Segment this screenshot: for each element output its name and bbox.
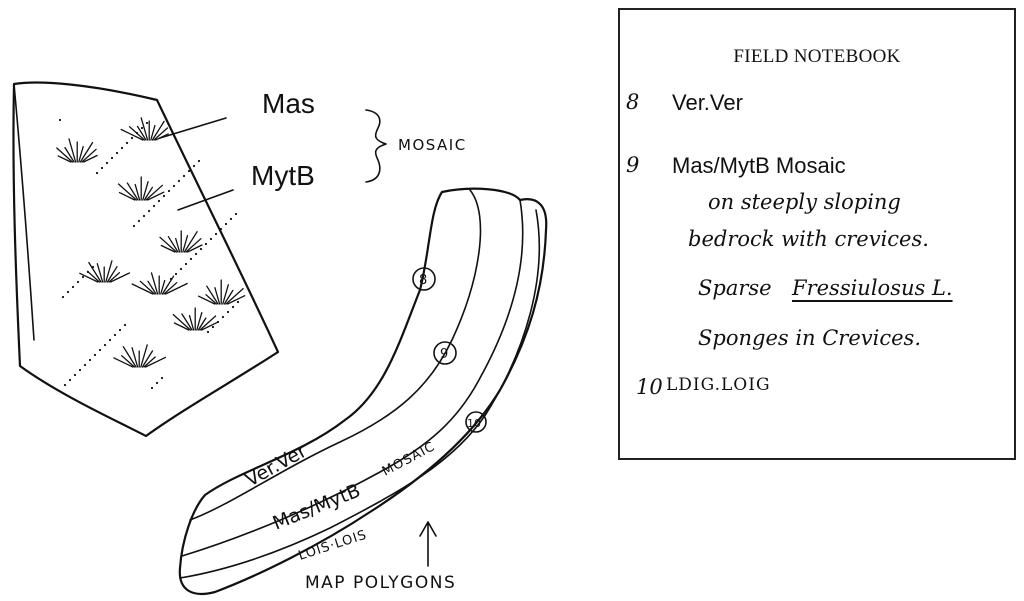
polygon-number-9: 9 (440, 347, 448, 362)
entry-8-text: Ver.Ver (672, 90, 743, 116)
entry-9-note-4: Fressiulosus L. (792, 276, 953, 300)
entry-9-note-5: Sponges in Crevices. (698, 326, 921, 350)
field-notebook-panel: FIELD NOTEBOOK 8 Ver.Ver 9 Mas/MytB Mosa… (618, 8, 1016, 460)
entry-9-text: Mas/MytB Mosaic (672, 153, 846, 179)
rock-block-sketch (13, 83, 278, 436)
polygon-number-8: 8 (419, 273, 427, 288)
map-caption-arrow (420, 522, 436, 566)
map-label-mosaic: MOSAIC (380, 439, 438, 479)
entry-9-note-3: Sparse (698, 276, 772, 300)
entry-10-text: LDIG.LOIG (666, 375, 771, 395)
entry-9-note-1: on steeply sloping (708, 190, 901, 214)
vegetation-clump (173, 308, 217, 330)
map-label-ver-ver: Ver.Ver (242, 440, 311, 491)
polygon-number-10: 10 (467, 417, 481, 430)
vegetation-clump (199, 280, 245, 304)
vegetation-clump (132, 273, 187, 294)
polygon-boundary-3 (180, 210, 539, 578)
vegetation-clump (119, 177, 164, 200)
vegetation-clump (114, 345, 165, 367)
map-label-mas-mytb: Mas/MytB (270, 480, 364, 535)
entry-10-number: 10 (636, 375, 663, 399)
label-mas: Mas (262, 88, 315, 119)
map-polygons-sketch: 8 9 10 Ver.Ver Mas/MytB MOSAIC LOIS·LOIS (180, 189, 546, 594)
label-mytb: MytB (251, 160, 315, 191)
map-caption: MAP POLYGONS (305, 573, 456, 593)
mosaic-bracket (366, 110, 386, 182)
entry-8-number: 8 (626, 90, 639, 114)
vegetation-clump (160, 231, 202, 252)
label-mosaic-bracket: MOSAIC (398, 136, 467, 154)
entry-9-note-2: bedrock with crevices. (688, 227, 929, 251)
stipple-dots (59, 119, 239, 389)
map-label-lois-lois: LOIS·LOIS (297, 527, 369, 563)
polygon-boundary-1 (190, 190, 480, 520)
vegetation-clump (121, 118, 168, 140)
notebook-title: FIELD NOTEBOOK (620, 46, 1014, 68)
vegetation-clumps (57, 118, 245, 367)
vegetation-clump (57, 139, 97, 162)
entry-9-number: 9 (626, 153, 639, 177)
leader-line-mytb (178, 190, 233, 210)
